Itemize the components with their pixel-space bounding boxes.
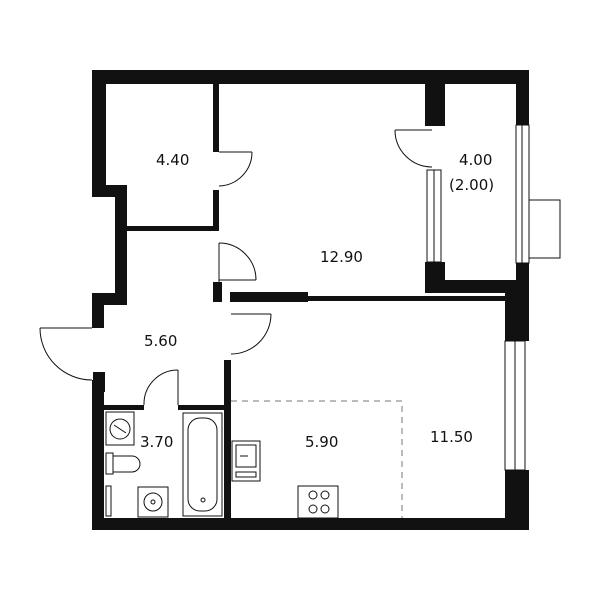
wall-right-living-bottom [505, 470, 529, 530]
bedroom-door [218, 242, 257, 282]
hall-area: 5.60 [144, 332, 177, 350]
wall-hall-stub [213, 282, 222, 302]
bathtub-icon [182, 412, 223, 517]
toilet-icon [105, 452, 141, 475]
wall-bottom [92, 518, 529, 530]
kitchen-zone-outline [231, 400, 403, 518]
wall-balcony-floor [425, 280, 529, 293]
balcony-window [515, 124, 530, 264]
wall-bath-stub [93, 372, 105, 392]
walls [92, 70, 529, 530]
wall-right-upper [516, 70, 529, 125]
storage-door [218, 151, 253, 187]
sink-icon [105, 485, 169, 518]
wall-bedroom-bottom [230, 292, 308, 302]
wall-bath-top-right [178, 405, 226, 410]
living-door [230, 313, 272, 355]
entrance-door [39, 327, 93, 381]
doors [39, 129, 433, 406]
wall-hall-living [224, 360, 231, 530]
room-labels: 4.40 12.90 4.00 (2.00) 5.60 3.70 5.90 11… [140, 151, 494, 451]
fixtures [105, 400, 403, 519]
wall-left-notch-vert [115, 185, 127, 300]
bedroom-window [426, 169, 442, 263]
balcony-area-reduced: (2.00) [449, 176, 494, 194]
washing-machine-icon [105, 411, 135, 446]
kitchen-area: 5.90 [305, 433, 338, 451]
wall-right-living-top [505, 293, 529, 341]
wall-storage-bedroom-low [213, 190, 219, 230]
wall-left-lower [92, 380, 104, 530]
bedroom-area: 12.90 [320, 248, 363, 266]
balcony-door [394, 129, 433, 168]
wall-bedroom-bottom-right [308, 296, 508, 301]
wall-left-mid [92, 293, 104, 328]
living-area: 11.50 [430, 428, 473, 446]
wall-left-upper [92, 70, 106, 192]
wall-balcony-top [425, 84, 445, 126]
bathroom-area: 3.70 [140, 433, 173, 451]
balcony-area: 4.00 [459, 151, 492, 169]
stove-icon [297, 485, 339, 519]
wall-bath-top-left [104, 405, 144, 410]
bathroom-door [143, 369, 179, 406]
wall-top [92, 70, 529, 84]
wall-storage-bedroom [213, 84, 219, 152]
balcony-outdoor-unit [528, 199, 561, 259]
kitchen-sink-icon [231, 440, 261, 482]
storage-area: 4.40 [156, 151, 189, 169]
windows [426, 124, 561, 471]
living-window [504, 340, 526, 471]
wall-storage-bottom [127, 226, 219, 231]
